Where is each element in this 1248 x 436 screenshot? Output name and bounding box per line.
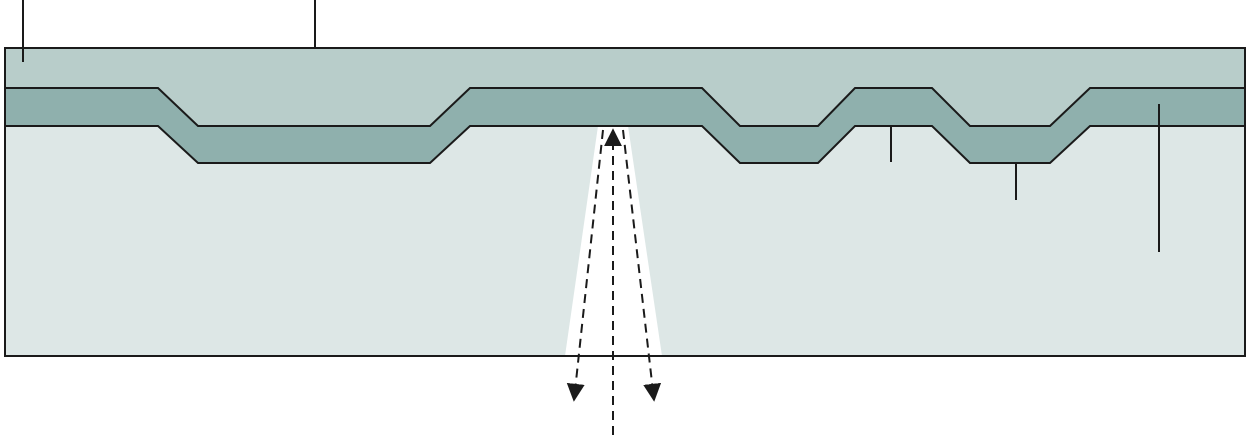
reflected-beam-arrow-right [622, 129, 662, 402]
disc-outline [4, 47, 1246, 357]
lower-pit-boundary [5, 125, 1245, 164]
upper-pit-boundary [5, 87, 1245, 127]
reflected-beam-arrow-left [566, 129, 604, 402]
laser-beam-cone [565, 126, 662, 356]
